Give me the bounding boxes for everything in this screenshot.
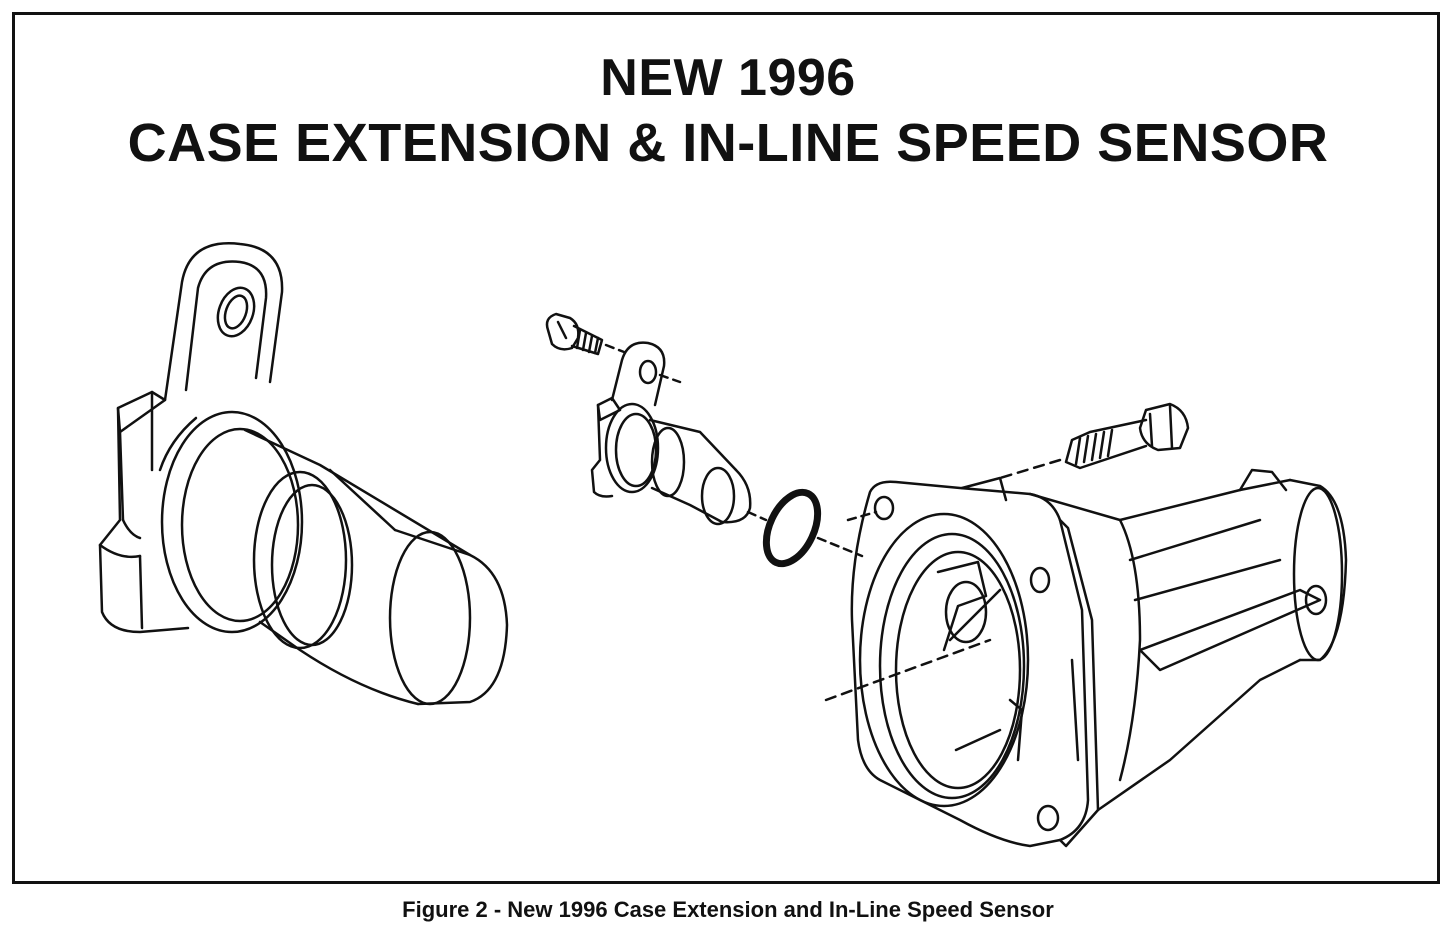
figure-caption: Figure 2 - New 1996 Case Extension and I… (402, 897, 1054, 922)
diagram-title-line1: NEW 1996 (600, 49, 856, 107)
speed-sensor-small (590, 341, 752, 526)
figure-frame (12, 12, 1440, 884)
diagram-title-line2: CASE EXTENSION & IN-LINE SPEED SENSOR (127, 113, 1329, 173)
extension-bolt (998, 402, 1190, 480)
sensor-bolt (545, 312, 626, 356)
speed-sensor-enlarged (98, 242, 509, 706)
o-ring (746, 488, 864, 568)
case-extension-housing (824, 468, 1348, 848)
